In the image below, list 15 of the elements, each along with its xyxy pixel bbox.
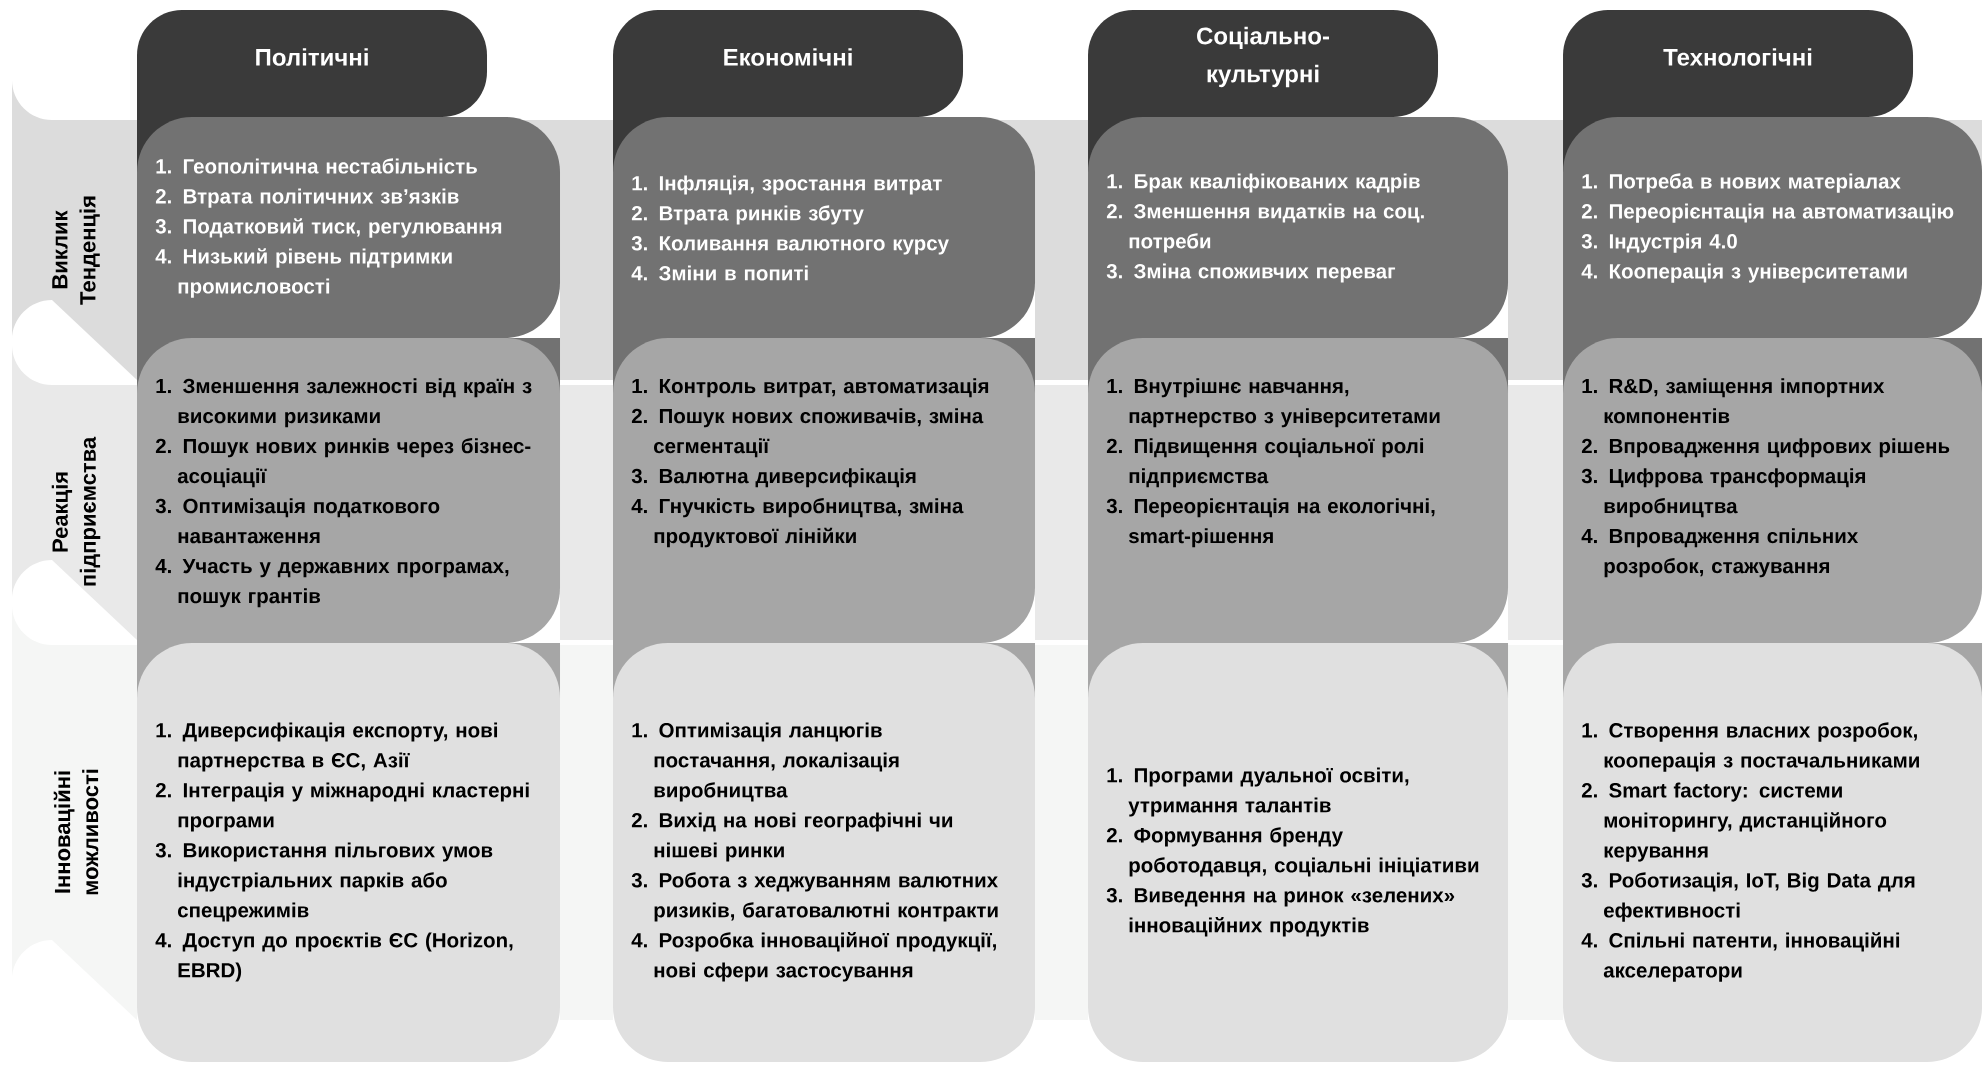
card: 1. Зменшення залежності від країн з високими ризиками 2. Пошук нових ринків через бізнес-асоціації 3. Оптимізація податкового навантаження 4. Участь у державних програмах, пошук грантів [137, 338, 560, 643]
card: 1. Програми дуальної освіти, утримання талантів 2. Формування бренду роботодавця, соціальні ініціативи 3. Виведення на ринок «зелених» інноваційних продуктів [1088, 643, 1508, 1062]
card: 1. Внутрішнє навчання, партнерство з університетами 2. Підвищення соціальної ролі підприємства 3. Переорієнтація на екологічні, smart-рішення [1088, 338, 1508, 643]
card: 1. Контроль витрат, автоматизація 2. Пошук нових споживачів, зміна сегментації 3. Валютна диверсифікація 4. Гнучкість виробництва, зміна продуктової лінійки [613, 338, 1035, 643]
row-header: Інноваційні можливості [12, 605, 137, 1020]
card: 1. Інфляція, зростання витрат 2. Втрата ринків збуту 3. Коливання валютного курсу 4. Зміни в попиті [613, 117, 1035, 338]
row-header: Виклик Тенденція [12, 80, 137, 380]
card: 1. Геополітична нестабільність 2. Втрата політичних зв’язків 3. Податковий тиск, регулювання 4. Низький рівень підтримки промисловості [137, 117, 560, 338]
card: 1. Створення власних розробок, кооперація з постачальниками 2. Smart factory: системи моніторингу, дистанційного керування 3. Роботизація, IoT, Big Data для ефективності 4. Спільні патенти, інноваційні акселератори [1563, 643, 1982, 1062]
card: 1. Потреба в нових матеріалах 2. Переорієнтація на автоматизацію 3. Індустрія 4.0 4. Кооперація з університетами [1563, 117, 1982, 338]
card: 1. Диверсифікація експорту, нові партнерства в ЄС, Азії 2. Інтеграція у міжнародні кластерні програми 3. Використання пільгових умов індустріальних парків або спецрежимів 4. Доступ до проєктів ЄС (Horizon, EBRD) [137, 643, 560, 1062]
row-header: Реакція підприємства [12, 345, 137, 640]
card: 1. Брак кваліфікованих кадрів 2. Зменшення видатків на соц. потреби 3. Зміна споживчих переваг [1088, 117, 1508, 338]
card: 1. Оптимізація ланцюгів постачання, локалізація виробництва 2. Вихід на нові географічні чи нішеві ринки 3. Робота з хеджуванням валютних ризиків, багатовалютні контракти 4. Розробка інноваційної продукції, нові сфери застосування [613, 643, 1035, 1062]
card: 1. R&D, заміщення імпортних компонентів 2. Впровадження цифрових рішень 3. Цифрова трансформація виробництва 4. Впровадження спільних розробок, стажування [1563, 338, 1982, 643]
